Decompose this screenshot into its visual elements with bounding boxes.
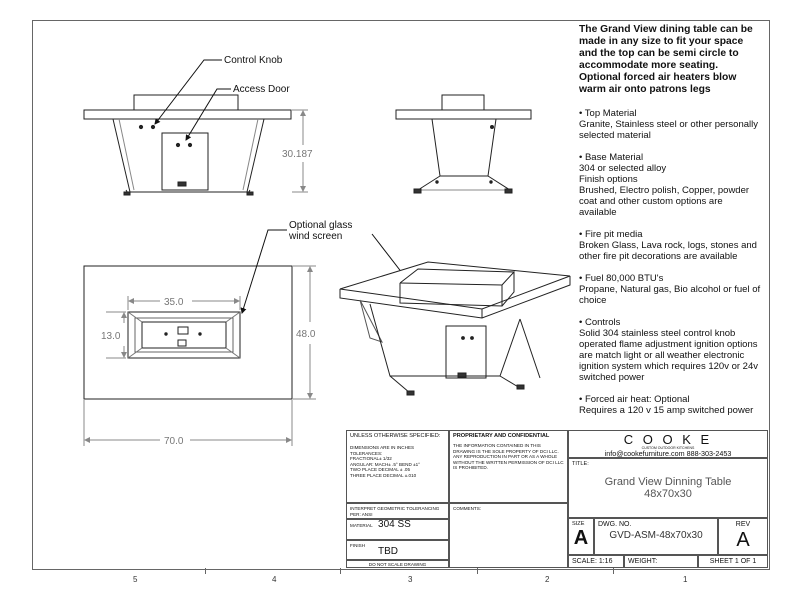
note-base-material: Base Material 304 or selected alloy Fini… [579, 152, 761, 218]
height-dimension [292, 109, 308, 193]
proprietary-cell: PROPRIETARY AND CONFIDENTIAL THE INFORMA… [449, 430, 568, 503]
zone-number: 1 [683, 575, 688, 584]
note-fire-pit-media: Fire pit media Broken Glass, Lava rock, … [579, 229, 761, 262]
access-door-callout [185, 88, 231, 141]
note-top-material: Top Material Granite, Stainless steel or… [579, 108, 761, 141]
isometric-view [339, 261, 571, 396]
weight-cell: WEIGHT: [624, 555, 698, 568]
zone-number: 4 [272, 575, 277, 584]
zone-number: 3 [408, 575, 413, 584]
zone-number: 5 [133, 575, 138, 584]
drawing-border [32, 20, 770, 570]
interpret-cell: INTERPRET GEOMETRIC TOLERANCING PER: ANS… [346, 503, 449, 519]
material-cell: MATERIAL 304 SS [346, 519, 449, 540]
table-length-dimension [83, 400, 293, 446]
specification-notes: The Grand View dining table can be made … [579, 24, 761, 427]
company-cell: C O O K E CUSTOM OUTDOOR KITCHENS info@c… [568, 430, 768, 458]
size-cell: SIZE A [568, 518, 594, 555]
note-fuel: Fuel 80,000 BTU's Propane, Natural gas, … [579, 273, 761, 306]
zone-number: 2 [545, 575, 550, 584]
front-elevation [83, 94, 292, 196]
burner-length-value: 35.0 [164, 297, 184, 308]
access-door-label: Access Door [233, 84, 290, 95]
no-scale-cell: DO NOT SCALE DRAWING [346, 560, 449, 568]
company-logo: C O O K E [623, 432, 713, 447]
rev-cell: REV A [718, 518, 768, 555]
finish-cell: FINISH TBD [346, 540, 449, 560]
height-dimension-value: 30.187 [282, 149, 313, 160]
glass-screen-callout [240, 229, 407, 314]
burner-width-dimension [106, 311, 127, 359]
top-view [83, 265, 293, 400]
table-width-dimension [293, 265, 316, 400]
drawing-title: Grand View Dinning Table [604, 476, 732, 488]
note-forced-air-heat: Forced air heat: Optional Requires a 120… [579, 394, 761, 416]
sheet-cell: SHEET 1 OF 1 [698, 555, 768, 568]
title-block: UNLESS OTHERWISE SPECIFIED: DIMENSIONS A… [346, 430, 768, 568]
burner-length-dimension [127, 296, 241, 310]
scale-cell: SCALE: 1:16 [568, 555, 624, 568]
tolerance-cell: UNLESS OTHERWISE SPECIFIED: DIMENSIONS A… [346, 430, 449, 503]
dwg-no-cell: DWG. NO. GVD-ASM-48x70x30 [594, 518, 718, 555]
notes-intro: The Grand View dining table can be made … [579, 24, 753, 95]
table-width-value: 48.0 [296, 329, 316, 340]
side-elevation [395, 94, 532, 194]
glass-callout-line1: Optional glass [289, 220, 352, 231]
control-knob-callout [154, 59, 222, 125]
burner-width-value: 13.0 [101, 331, 121, 342]
glass-callout-line2: wind screen [288, 231, 342, 242]
note-controls: Controls Solid 304 stainless steel contr… [579, 317, 761, 383]
control-knob-label: Control Knob [224, 55, 283, 66]
comments-cell: COMMENTS: [449, 503, 568, 568]
table-length-value: 70.0 [164, 436, 184, 447]
title-cell: TITLE: Grand View Dinning Table 48x70x30 [568, 458, 768, 518]
